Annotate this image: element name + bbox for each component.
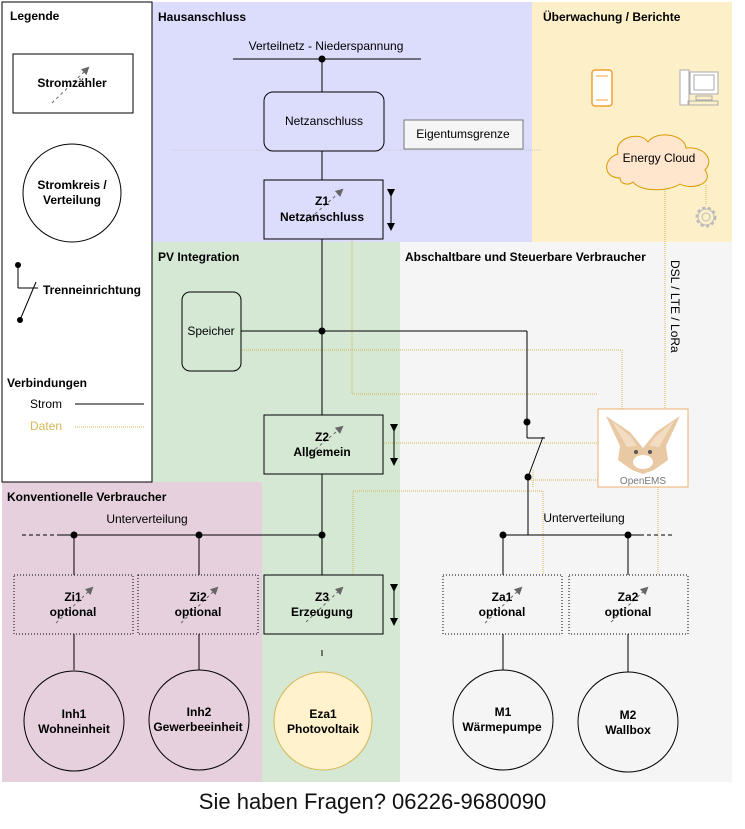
meter-zi1: Zi1 optional	[13, 574, 134, 635]
meter-za1-name: optional	[479, 605, 526, 619]
meter-z3-id: Z3	[315, 590, 329, 604]
meter-za1-id: Za1	[492, 590, 513, 604]
legend-meter: Stromzähler	[12, 53, 134, 114]
zone-switchable	[400, 242, 732, 782]
consumer-eza1: Eza1 Photovoltaik	[273, 671, 373, 771]
eigentumsgrenze-label: Eigentumsgrenze	[416, 127, 510, 141]
energy-cloud: Energy Cloud	[606, 134, 710, 191]
netzanschluss-box: Netzanschluss	[263, 91, 385, 152]
meter-za2: Za2 optional	[568, 574, 689, 635]
legend-circuit: Stromkreis / Verteilung	[22, 143, 122, 243]
consumer-inh1: Inh1 Wohneinheit	[23, 670, 125, 772]
meter-z2-name: Allgemein	[293, 445, 350, 459]
meter-z3-name: Erzeugung	[291, 605, 353, 619]
junction-dots	[70, 55, 632, 539]
consumer-eza1-name: Photovoltaik	[287, 722, 359, 736]
meter-zi2-name: optional	[175, 605, 222, 619]
consumer-m1-id: M1	[495, 705, 512, 719]
legend-circuit-label-1: Stromkreis /	[37, 178, 107, 192]
zone-monitoring-title: Überwachung / Berichte	[543, 9, 681, 24]
consumer-m2-id: M2	[620, 708, 637, 722]
legend-data-label: Daten	[30, 419, 62, 433]
gear-icon	[695, 206, 717, 228]
consumer-inh2-id: Inh2	[187, 705, 212, 719]
consumer-inh2-name: Gewerbeeinheit	[153, 720, 242, 734]
link-label: DSL / LTE / LoRa	[668, 260, 682, 353]
subdistribution-right-label: Unterverteilung	[543, 511, 624, 525]
meter-zi1-id: Zi1	[64, 590, 82, 604]
energy-cloud-label: Energy Cloud	[623, 151, 696, 165]
meter-za2-name: optional	[605, 605, 652, 619]
verteilnetz-label: Verteilnetz - Niederspannung	[249, 39, 404, 53]
zone-conventional-title: Konventionelle Verbraucher	[7, 490, 167, 504]
meter-z1: Z1 Netzanschluss	[263, 179, 384, 240]
meter-zi2-id: Zi2	[189, 590, 207, 604]
subdistribution-left-label: Unterverteilung	[106, 512, 187, 526]
energy-diagram: Hausanschluss Überwachung / Berichte PV …	[1, 1, 732, 782]
legend-power-label: Strom	[30, 397, 62, 411]
phone-icon	[591, 69, 613, 107]
meter-z1-id: Z1	[315, 194, 329, 208]
legend-circuit-label-2: Verteilung	[43, 193, 101, 207]
legend-connections-title: Verbindungen	[7, 376, 87, 390]
netzanschluss-label: Netzanschluss	[285, 114, 363, 128]
zone-monitoring	[532, 2, 732, 242]
zone-switchable-title: Abschaltbare und Steuerbare Verbraucher	[405, 250, 646, 264]
consumer-inh1-name: Wohneinheit	[38, 722, 110, 736]
meter-za2-id: Za2	[618, 590, 639, 604]
contact-footer: Sie haben Fragen? 06226-9680090	[198, 789, 547, 814]
meter-z3: Z3 Erzeugung	[263, 574, 384, 635]
consumer-eza1-id: Eza1	[309, 707, 337, 721]
data-lines	[172, 149, 707, 575]
storage-label: Speicher	[187, 324, 234, 338]
meter-zi2: Zi2 optional	[137, 574, 259, 635]
desktop-computer-icon	[679, 69, 719, 106]
eigentumsgrenze-box: Eigentumsgrenze	[403, 119, 524, 150]
meter-z2: Z2 Allgemein	[263, 414, 384, 475]
zone-pv-title: PV Integration	[158, 250, 239, 264]
power-lines	[22, 58, 673, 672]
meter-z2-id: Z2	[315, 430, 329, 444]
openems-label: OpenEMS	[620, 476, 666, 487]
storage-box: Speicher	[181, 291, 242, 372]
consumer-m1-name: Wärmepumpe	[462, 720, 542, 734]
openems-logo: OpenEMS	[597, 408, 689, 488]
consumer-m1: M1 Wärmepumpe	[452, 669, 554, 771]
legend-disconnector-label: Trenneinrichtung	[43, 283, 141, 297]
legend-meter-label: Stromzähler	[37, 76, 107, 90]
meter-zi1-name: optional	[50, 605, 97, 619]
meter-za1: Za1 optional	[442, 574, 563, 635]
consumer-m2: M2 Wallbox	[577, 671, 679, 773]
meter-z1-name: Netzanschluss	[280, 210, 364, 224]
legend-disconnector: Trenneinrichtung	[15, 262, 141, 323]
consumer-inh2: Inh2 Gewerbeeinheit	[148, 669, 250, 771]
consumer-m2-name: Wallbox	[605, 723, 651, 737]
zone-hausanschluss-title: Hausanschluss	[158, 10, 246, 24]
legend-title: Legende	[10, 9, 60, 23]
consumer-inh1-id: Inh1	[62, 707, 87, 721]
